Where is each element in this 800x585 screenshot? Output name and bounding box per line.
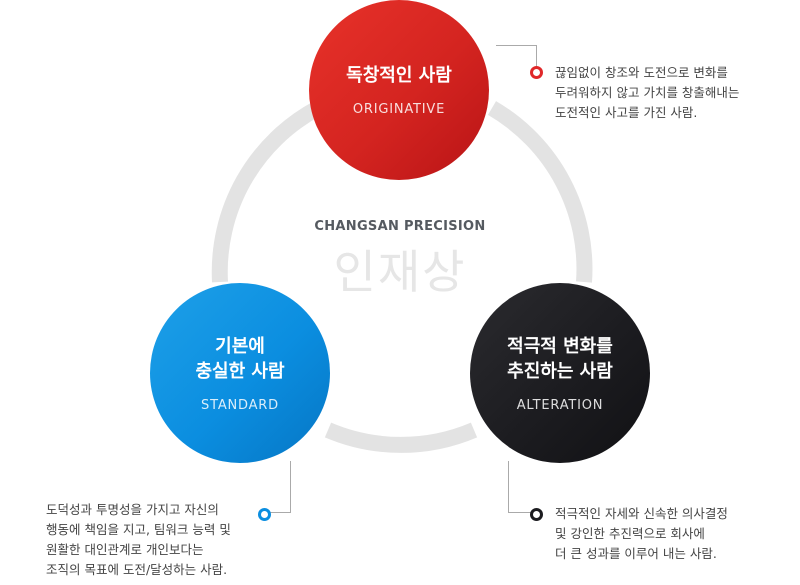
- bullet-standard: [258, 508, 271, 521]
- desc-standard-line: 행동에 책임을 지고, 팀워크 능력 및: [46, 522, 231, 537]
- circle-standard: 기본에 충실한 사람 STANDARD: [150, 283, 330, 463]
- circle-originative: 독창적인 사람 ORIGINATIVE: [309, 0, 489, 180]
- desc-standard-line: 원활한 대인관계로 개인보다는: [46, 542, 204, 557]
- connector-standard: [268, 461, 291, 513]
- connector-alteration: [508, 461, 531, 513]
- desc-alteration: 적극적인 자세와 신속한 의사결정 및 강인한 추진력으로 회사에 더 큰 성과…: [555, 504, 728, 564]
- talent-title: 인재상: [333, 245, 467, 299]
- ring-arc-left: [211, 100, 322, 283]
- circle-originative-title: 독창적인 사람: [346, 65, 452, 86]
- connector-originative: [496, 45, 537, 72]
- ring-arc-bottom: [324, 422, 478, 453]
- circle-standard-title-line2: 충실한 사람: [195, 360, 285, 382]
- desc-originative: 끊임없이 창조와 도전으로 변화를 두려워하지 않고 가치를 창출해내는 도전적…: [555, 63, 739, 123]
- circle-alteration: 적극적 변화를 추진하는 사람 ALTERATION: [470, 283, 650, 463]
- circle-alteration-subtitle: ALTERATION: [516, 397, 604, 413]
- circle-standard-title-line1: 기본에: [215, 335, 265, 357]
- desc-alteration-line: 및 강인한 추진력으로 회사에: [555, 526, 705, 541]
- desc-standard-line: 조직의 목표에 도전/달성하는 사람.: [46, 562, 228, 577]
- circle-originative-subtitle: ORIGINATIVE: [352, 102, 446, 117]
- circle-alteration-title-line1: 적극적 변화를: [507, 335, 613, 357]
- desc-originative-line: 두려워하지 않고 가치를 창출해내는: [555, 85, 740, 100]
- company-name: CHANGSAN PRECISION: [314, 219, 486, 234]
- bullet-originative: [530, 66, 543, 79]
- desc-standard-line: 도덕성과 투명성을 가지고 자신의: [46, 502, 219, 517]
- desc-originative-line: 끊임없이 창조와 도전으로 변화를: [555, 65, 728, 80]
- circle-standard-subtitle: STANDARD: [201, 397, 279, 413]
- circle-alteration-title-line2: 추진하는 사람: [507, 360, 613, 382]
- desc-alteration-line: 적극적인 자세와 신속한 의사결정: [555, 506, 728, 521]
- desc-alteration-line: 더 큰 성과를 이루어 내는 사람.: [555, 546, 717, 561]
- desc-originative-line: 도전적인 사고를 가진 사람.: [555, 105, 698, 120]
- desc-standard: 도덕성과 투명성을 가지고 자신의 행동에 책임을 지고, 팀워크 능력 및 원…: [46, 500, 231, 580]
- bullet-alteration: [530, 508, 543, 521]
- ring-arc-right: [487, 101, 593, 283]
